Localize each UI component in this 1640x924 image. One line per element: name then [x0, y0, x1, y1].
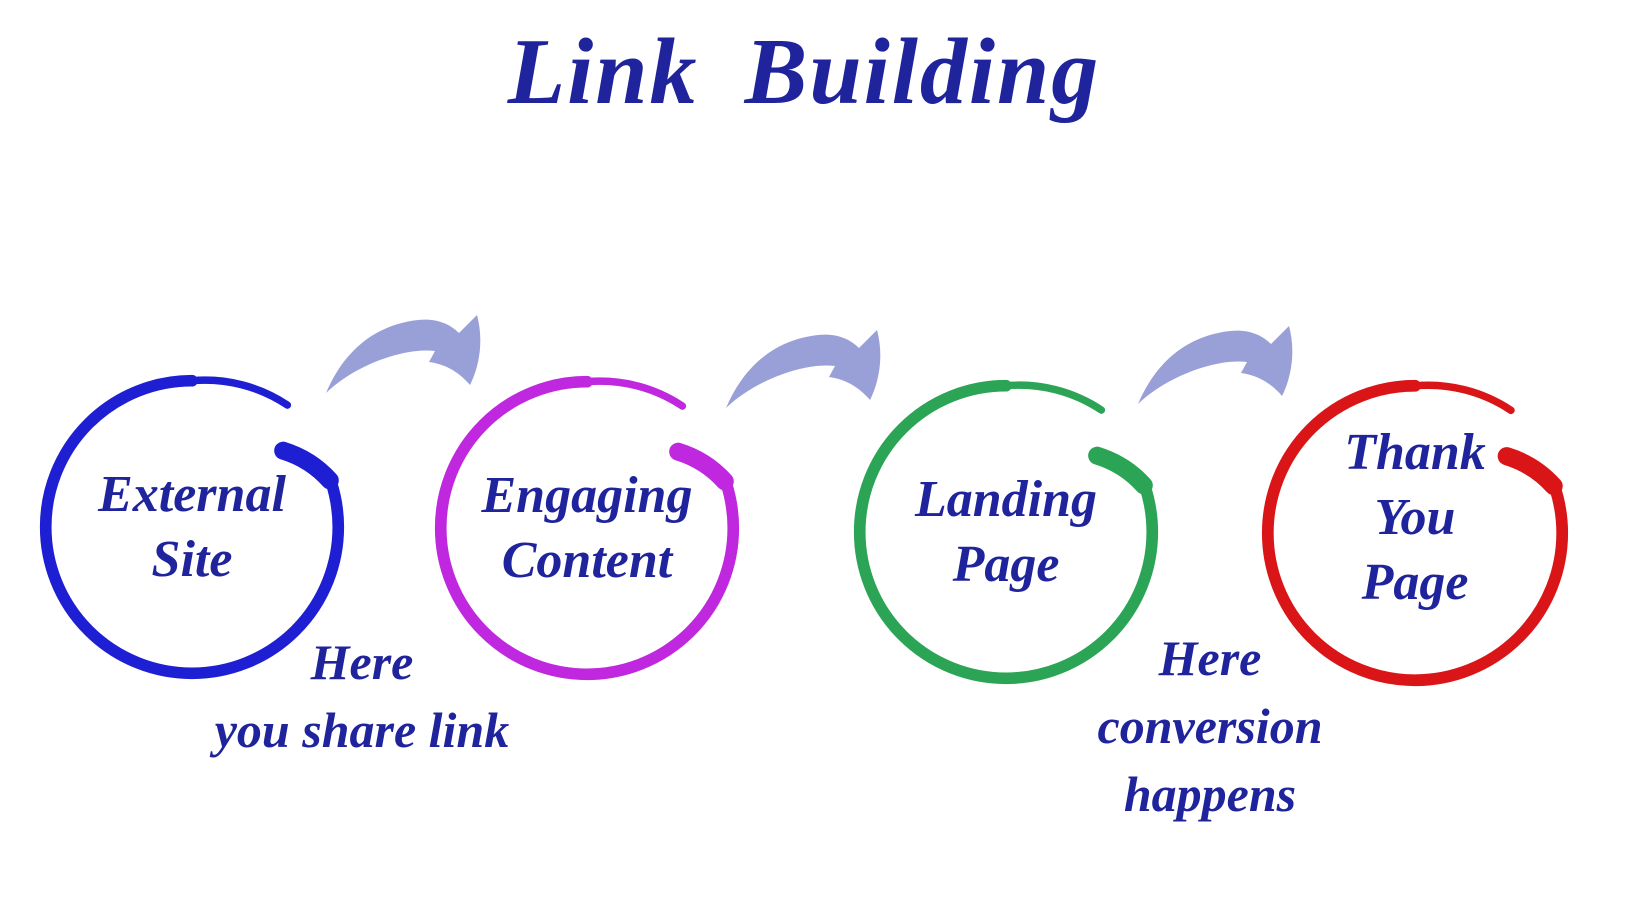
- curved-arrow-icon: [326, 315, 481, 393]
- annotation-conversion: Here conversion happens: [1097, 630, 1323, 822]
- node-label-thank-you-page: Thank You Page: [1344, 423, 1486, 611]
- node-label-external-site: External Site: [98, 466, 286, 588]
- node-engaging-content: Engaging Content: [428, 369, 746, 687]
- curved-arrow-icon: [726, 330, 881, 408]
- node-external-site: External Site: [33, 368, 351, 686]
- node-label-landing-page: Landing Page: [914, 471, 1098, 593]
- node-label-engaging-content: Engaging Content: [481, 467, 693, 589]
- node-landing-page: Landing Page: [847, 373, 1165, 691]
- diagram-title: Link Building: [507, 20, 1101, 124]
- node-thank-you-page: Thank You Page: [1255, 373, 1575, 693]
- annotation-share-link: Here you share link: [214, 634, 510, 758]
- curved-arrow-icon: [1138, 326, 1293, 404]
